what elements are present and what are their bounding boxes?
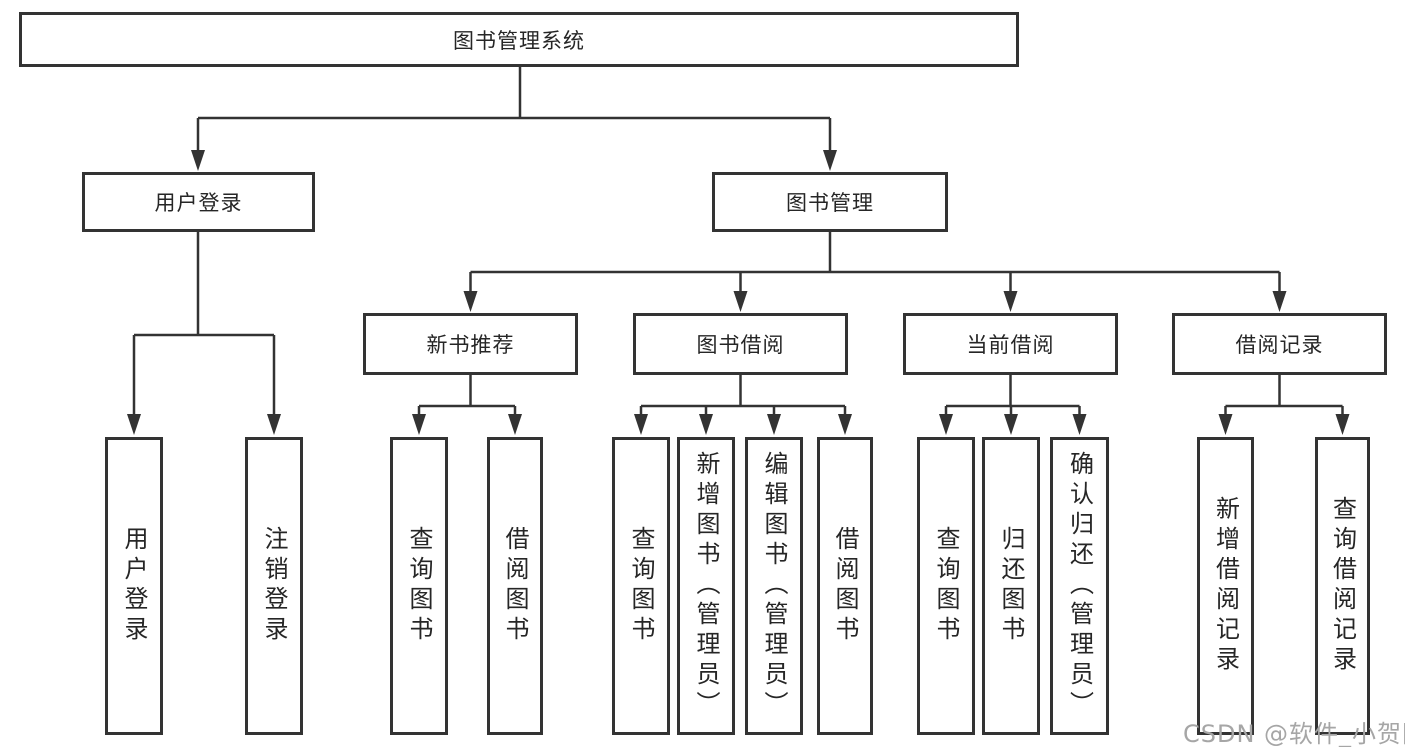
node-label: 新书推荐 [426,333,515,357]
node-label: 注销登录 [260,526,288,646]
node-current-borrowing: 当前借阅 [903,313,1118,375]
node-label: 借阅图书 [501,526,529,646]
node-edit-book-admin: 编辑图书（管理员） [745,437,803,735]
node-label: 用户登录 [120,526,148,646]
node-query-books-current: 查询图书 [917,437,975,735]
node-label: 图书借阅 [696,333,785,357]
node-label: 借阅图书 [831,526,859,646]
node-label: 图书管理 [786,191,874,215]
node-label: 查询借阅记录 [1328,496,1357,676]
connector-new-book-to-leaves [412,375,522,435]
node-label: 归还图书 [997,526,1025,646]
node-add-book-admin: 新增图书（管理员） [677,437,735,735]
node-logout: 注销登录 [245,437,303,735]
node-label: 查询图书 [405,526,433,646]
node-label: 查询图书 [627,526,655,646]
node-user-login-branch: 用户登录 [82,172,315,232]
node-query-books-recommend: 查询图书 [390,437,448,735]
node-confirm-return-admin: 确认归还（管理员） [1050,437,1109,735]
connector-user-login-to-leaves [127,232,281,435]
node-add-borrow-record: 新增借阅记录 [1197,437,1254,735]
connector-book-management-to-level3 [463,232,1287,312]
connector-book-borrowing-to-leaves [634,375,852,435]
csdn-watermark: CSDN @软件_小贺同学 [1183,720,1405,747]
node-label: 新增借阅记录 [1211,496,1240,676]
node-label: 确认归还（管理员） [1065,451,1094,721]
node-borrow-books-recommend: 借阅图书 [487,437,543,735]
node-label: 当前借阅 [966,333,1055,357]
node-label: 新增图书（管理员） [692,451,720,721]
node-book-management: 图书管理 [712,172,948,232]
node-query-borrow-record: 查询借阅记录 [1315,437,1370,735]
node-library-management-system: 图书管理系统 [19,12,1019,67]
node-label: 用户登录 [154,191,243,215]
node-label: 查询图书 [932,526,960,646]
connector-root-to-branches [191,67,837,171]
connector-current-borrowing-to-leaves [939,375,1087,435]
node-borrowing-records: 借阅记录 [1172,313,1387,375]
node-label: 编辑图书（管理员） [760,451,788,721]
node-label: 图书管理系统 [453,28,585,53]
node-query-books-borrowing: 查询图书 [612,437,670,735]
connector-borrowing-records-to-leaves [1218,375,1350,435]
node-borrow-books: 借阅图书 [817,437,873,735]
node-user-login: 用户登录 [105,437,163,735]
node-book-borrowing: 图书借阅 [633,313,848,375]
node-label: 借阅记录 [1235,333,1324,357]
node-new-book-recommendation: 新书推荐 [363,313,578,375]
node-return-book: 归还图书 [982,437,1040,735]
